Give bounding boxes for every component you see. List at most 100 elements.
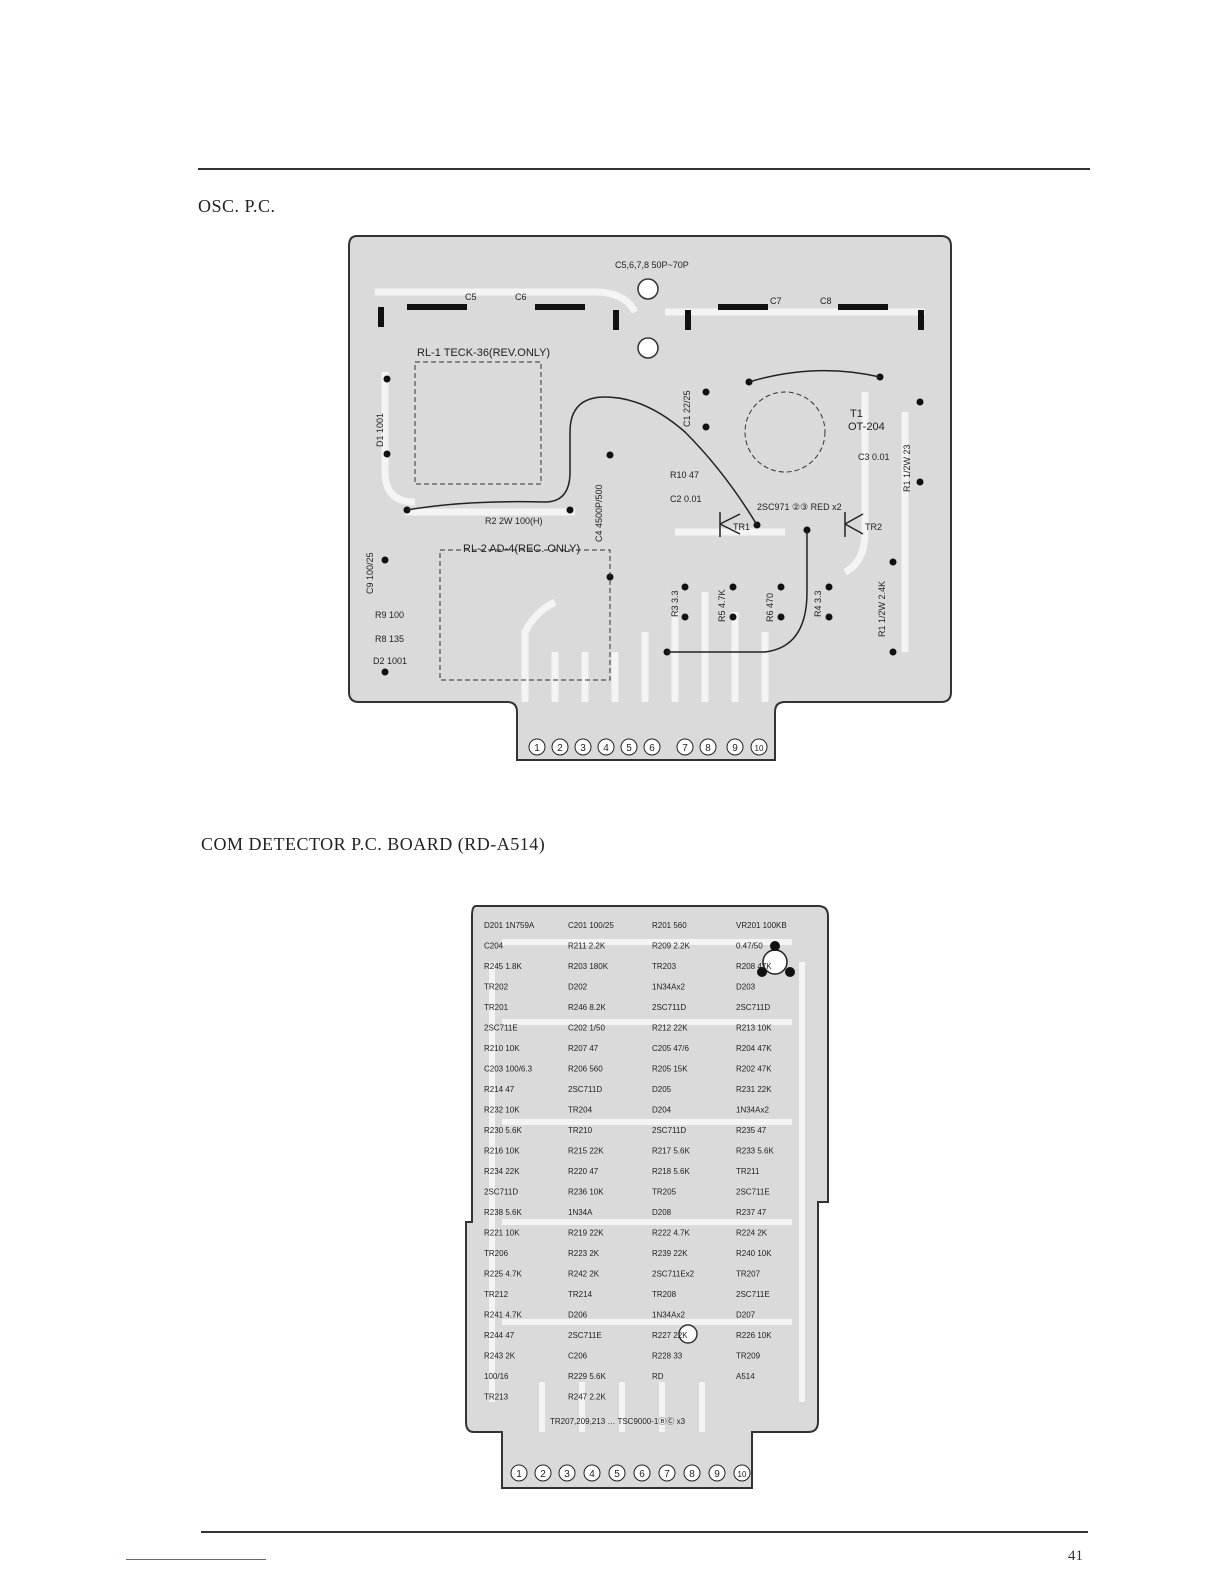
osc-pin-1: 1 xyxy=(528,738,546,756)
osc-label-t1a: T1 xyxy=(850,408,863,420)
osc-connector-pins: 1 2 3 4 5 6 7 8 9 10 xyxy=(528,738,768,756)
osc-pin-7: 7 xyxy=(676,738,694,756)
com-component-label: R224 2K xyxy=(736,1229,768,1238)
osc-rl2-outline xyxy=(439,549,611,681)
com-pin-label: 1 xyxy=(516,1469,522,1480)
com-component-label: 2SC711D xyxy=(652,1126,686,1135)
com-pin-label: 4 xyxy=(589,1469,595,1480)
com-component-label: R217 5.6K xyxy=(652,1147,690,1156)
com-component-label: R201 560 xyxy=(652,921,687,930)
com-component-label: C204 xyxy=(484,942,504,951)
com-component-label: R223 2K xyxy=(568,1249,600,1258)
com-component-label: R228 33 xyxy=(652,1352,683,1361)
com-component-label: 1N34A xyxy=(568,1208,593,1217)
osc-label-c5: C5 xyxy=(465,292,477,302)
osc-pin-label: 10 xyxy=(755,744,764,753)
osc-mount-hole-1 xyxy=(637,278,659,300)
osc-pads xyxy=(378,304,924,676)
com-component-label: R247 2.2K xyxy=(568,1393,606,1402)
com-component-label: R229 5.6K xyxy=(568,1372,606,1381)
osc-pin-5: 5 xyxy=(620,738,638,756)
com-component-label: TR205 xyxy=(652,1188,677,1197)
com-component-label: C203 100/6.3 xyxy=(484,1065,533,1074)
com-component-label: 100/16 xyxy=(484,1372,509,1381)
com-component-label: R208 47K xyxy=(736,962,772,971)
com-pin-label: 5 xyxy=(614,1469,620,1480)
com-component-label: R210 10K xyxy=(484,1044,520,1053)
com-component-label: R221 10K xyxy=(484,1229,520,1238)
osc-label-c1: C1 22/25 xyxy=(682,390,692,427)
com-pin-4: 4 xyxy=(583,1464,601,1482)
osc-label-c8: C8 xyxy=(820,296,832,306)
com-component-label: D204 xyxy=(652,1106,672,1115)
osc-pin-label: 8 xyxy=(705,743,711,754)
com-component-label: TR211 xyxy=(736,1167,760,1176)
com-component-label: R213 10K xyxy=(736,1024,772,1033)
com-board-outline xyxy=(465,905,829,1489)
com-component-label: TR207,209,213 … TSC9000-1ⒷⒸ x3 xyxy=(550,1417,686,1426)
com-component-label: R245 1.8K xyxy=(484,962,522,971)
com-component-label: R234 22K xyxy=(484,1167,520,1176)
com-component-label: 1N34Ax2 xyxy=(736,1106,769,1115)
com-component-label: R235 47 xyxy=(736,1126,767,1135)
com-component-label: TR201 xyxy=(484,1003,509,1012)
com-component-label: TR206 xyxy=(484,1249,509,1258)
com-component-label: TR204 xyxy=(568,1106,593,1115)
com-component-label: C202 1/50 xyxy=(568,1024,605,1033)
com-component-label: R242 2K xyxy=(568,1270,600,1279)
osc-pin-2: 2 xyxy=(551,738,569,756)
com-traces xyxy=(489,939,805,1432)
osc-jumper-wire-1 xyxy=(406,396,758,526)
com-component-label: R237 47 xyxy=(736,1208,767,1217)
osc-pin-label: 2 xyxy=(557,743,563,754)
osc-label-c2: C2 0.01 xyxy=(670,494,702,504)
page-number: 41 xyxy=(1068,1548,1083,1564)
com-pin-label: 10 xyxy=(738,1470,747,1479)
com-component-label: R218 5.6K xyxy=(652,1167,690,1176)
osc-pin-label: 6 xyxy=(649,743,655,754)
com-pin-8: 8 xyxy=(683,1464,701,1482)
com-pin-10: 10 xyxy=(733,1464,751,1482)
osc-jumper-wire-2 xyxy=(667,530,808,653)
com-component-label: D201 1N759A xyxy=(484,921,535,930)
com-component-label: R236 10K xyxy=(568,1188,604,1197)
com-component-label: TR203 xyxy=(652,962,677,971)
osc-label-r1a: R1 1/2W 23 xyxy=(902,444,912,492)
com-component-label: R244 47 xyxy=(484,1331,515,1340)
osc-label-r8: R8 135 xyxy=(375,634,404,644)
com-component-label: C205 47/6 xyxy=(652,1044,689,1053)
osc-mount-hole-2 xyxy=(637,337,659,359)
osc-label-c9: C9 100/25 xyxy=(365,552,375,594)
com-title: COM DETECTOR P.C. BOARD (RD-A514) xyxy=(201,834,546,854)
osc-title: OSC. P.C. xyxy=(198,196,276,216)
osc-pin-3: 3 xyxy=(574,738,592,756)
com-component-label: R238 5.6K xyxy=(484,1208,522,1217)
com-component-label: R240 10K xyxy=(736,1249,772,1258)
osc-pin-label: 1 xyxy=(534,743,540,754)
osc-label-c3: C3 0.01 xyxy=(858,452,890,462)
com-pin-2: 2 xyxy=(534,1464,552,1482)
com-component-label: D202 xyxy=(568,983,588,992)
com-component-label: R205 15K xyxy=(652,1065,688,1074)
com-component-label: R202 47K xyxy=(736,1065,772,1074)
com-component-label: 1N34Ax2 xyxy=(652,1311,685,1320)
osc-label-c4: C4 4500P/500 xyxy=(594,484,604,542)
com-component-label: 2SC711E xyxy=(484,1024,518,1033)
com-component-label: R216 10K xyxy=(484,1147,520,1156)
osc-pin-4: 4 xyxy=(597,738,615,756)
osc-pin-6: 6 xyxy=(643,738,661,756)
osc-transistor-tr1 xyxy=(719,512,741,537)
com-component-label: TR208 xyxy=(652,1290,677,1299)
osc-label-d1: D1 1001 xyxy=(375,413,385,447)
com-pin-9: 9 xyxy=(708,1464,726,1482)
osc-pin-10: 10 xyxy=(750,738,768,756)
osc-label-c6: C6 xyxy=(515,292,527,302)
osc-pin-label: 5 xyxy=(626,743,632,754)
com-component-label: 2SC711E xyxy=(736,1290,770,1299)
com-component-label: R203 180K xyxy=(568,962,609,971)
com-pin-label: 9 xyxy=(714,1469,720,1480)
osc-label-r9: R9 100 xyxy=(375,610,404,620)
com-component-label: TR207 xyxy=(736,1270,761,1279)
osc-pin-label: 3 xyxy=(580,743,586,754)
